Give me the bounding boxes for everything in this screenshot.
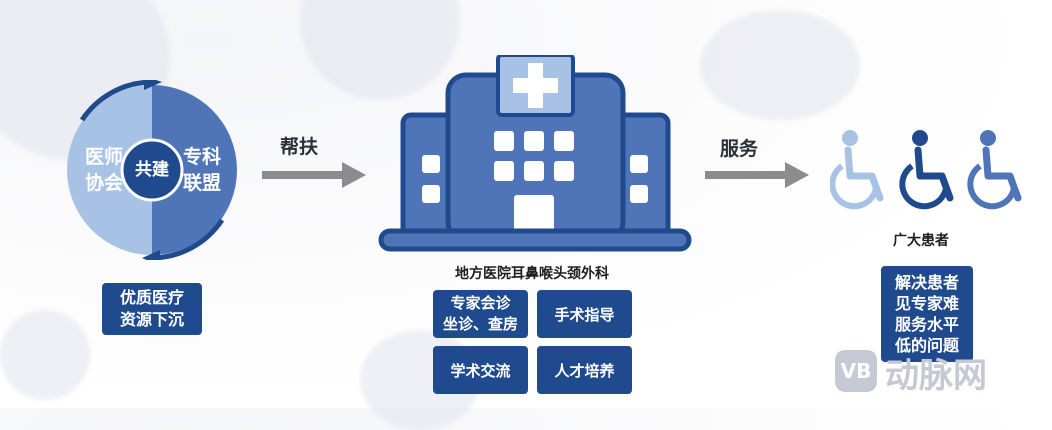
left-label: 医师 协会 [84,146,123,194]
patients-caption: 广大患者 [893,233,949,249]
resource-box: 优质医疗 资源下沉 [102,283,202,335]
center-label: 共建 [135,160,169,180]
patients-box: 解决患者 见专家难 服务水平 低的问题 [881,266,973,362]
watermark-text: 动脉网 [885,356,987,396]
wheelchair-icon-dark [899,130,954,210]
service-consultation: 专家会诊 坐诊、查房 [433,290,528,338]
alliance-cycle: 医师 协会 专科 联盟 共建 [62,76,242,266]
wheelchair-icon-light [830,130,884,210]
cycle-arrow-top [79,79,153,122]
service-academic-exchange: 学术交流 [433,346,528,394]
arrow-right-icon-2 [705,162,809,188]
right-half [152,85,237,255]
support-label: 帮扶 [280,136,319,158]
service-talent-training: 人才培养 [537,346,632,394]
arrow-right-icon [262,162,366,188]
hospital-caption: 地方医院耳鼻喉头颈外科 [455,266,609,282]
wheelchair-icon-mid [967,130,1022,210]
right-label: 专科 联盟 [182,146,221,194]
service-surgery-guidance: 手术指导 [537,290,632,338]
service-label: 服务 [720,138,759,160]
center-circle [120,138,184,202]
wheelchair-icons [830,130,1022,210]
cycle-arrow-bottom [151,218,225,261]
watermark-logo-icon: VB [835,350,877,392]
left-half [67,85,152,255]
hospital-icon [378,55,692,252]
